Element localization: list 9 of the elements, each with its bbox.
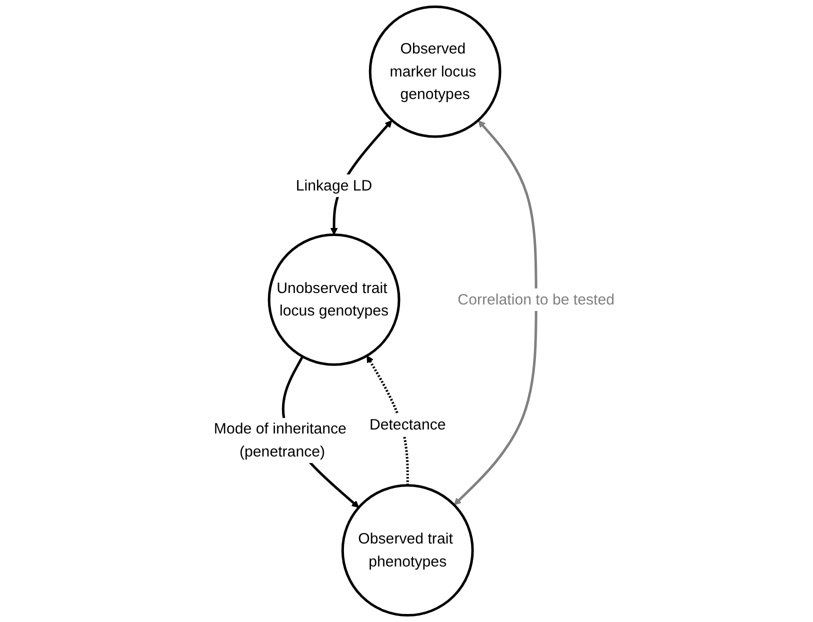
node-circle: Observed marker locus genotypes	[368, 5, 502, 138]
node-circle: Unobserved trait locus genotypes	[268, 233, 400, 366]
arrow	[366, 355, 409, 486]
edge-label: Correlation to be tested	[458, 290, 615, 308]
node-circle: Observed trait phenotypes	[341, 484, 474, 617]
edge-label: Linkage LD	[296, 176, 372, 194]
edge-label: Detectance	[369, 416, 446, 433]
arrow	[454, 120, 538, 506]
edge-label: Mode of inheritance (penetrance)	[214, 420, 346, 460]
